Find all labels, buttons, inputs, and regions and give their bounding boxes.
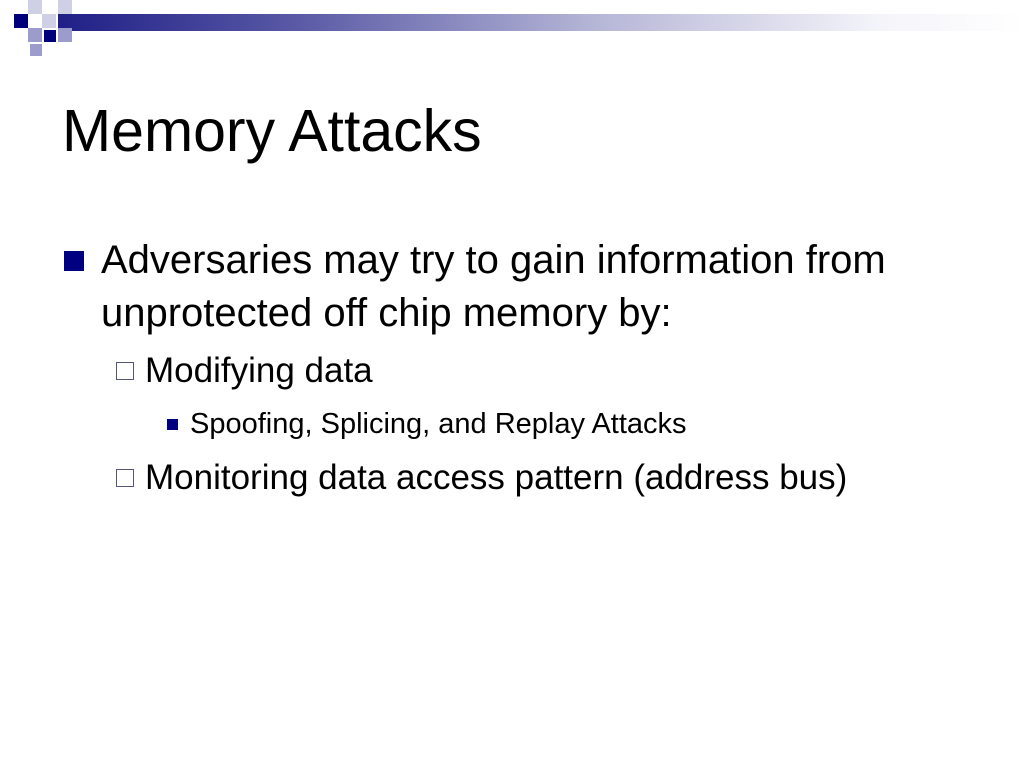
bullet-level-2: Monitoring data access pattern (address …: [116, 457, 976, 499]
filled-square-icon: [64, 251, 84, 271]
bullet-text: Modifying data: [145, 351, 373, 390]
hollow-square-icon: [116, 469, 134, 487]
header-square-icon: [30, 44, 42, 56]
header-square-icon: [28, 0, 42, 14]
bullet-text: Spoofing, Splicing, and Replay Attacks: [190, 408, 687, 440]
bullet-text: Adversaries may try to gain information …: [101, 238, 886, 335]
bullet-level-3: Spoofing, Splicing, and Replay Attacks: [167, 406, 967, 442]
header-gradient-bar: [58, 14, 1024, 31]
header-square-icon: [58, 0, 72, 14]
header-square-icon: [44, 30, 56, 42]
bullet-level-2: Modifying data: [116, 350, 976, 392]
small-filled-square-icon: [167, 419, 178, 430]
bullet-text: Monitoring data access pattern (address …: [145, 458, 848, 497]
slide-title: Memory Attacks: [62, 98, 482, 164]
header-square-icon: [42, 14, 56, 28]
header-square-icon: [28, 28, 42, 42]
header-square-icon: [58, 28, 72, 42]
header-square-icon: [14, 14, 28, 28]
bullet-level-1: Adversaries may try to gain information …: [64, 234, 954, 340]
hollow-square-icon: [116, 362, 134, 380]
